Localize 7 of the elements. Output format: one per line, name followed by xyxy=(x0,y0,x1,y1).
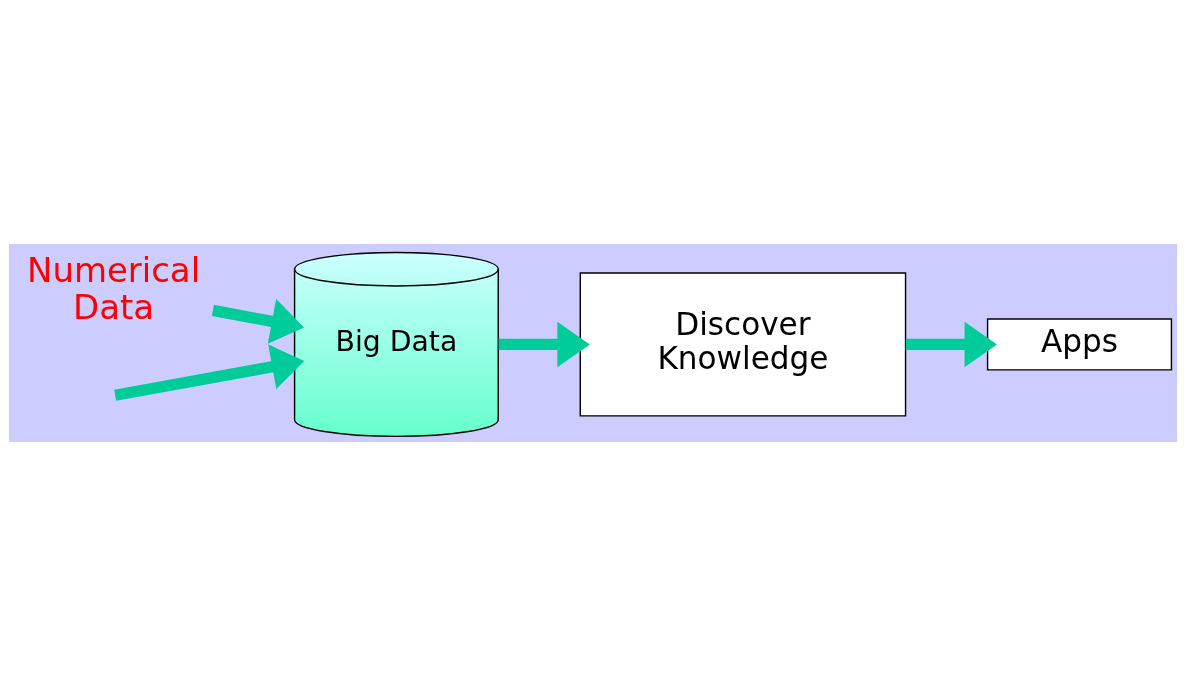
arrow xyxy=(211,299,304,344)
node-box: Apps xyxy=(986,318,1173,371)
arrow xyxy=(498,321,590,368)
arrow xyxy=(114,344,305,401)
arrow xyxy=(905,321,998,368)
node-box: Discover Knowledge xyxy=(579,272,907,417)
node-text: Numerical Data xyxy=(27,250,201,328)
